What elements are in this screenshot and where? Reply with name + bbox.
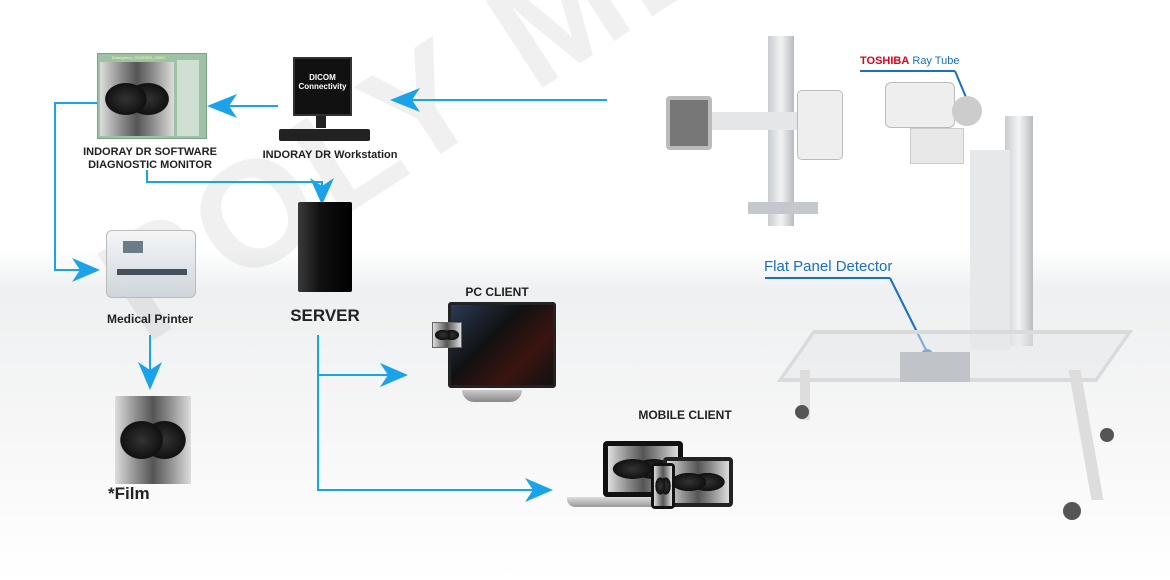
server-tower	[298, 202, 352, 292]
monitor-screen-title: Emergency_20130803_00001	[112, 55, 166, 60]
label-line: DIAGNOSTIC MONITOR	[88, 159, 212, 171]
pc-client-label: PC CLIENT	[465, 285, 529, 299]
flat-panel-detector-label: Flat Panel Detector	[764, 258, 893, 275]
mobile-client-label: MOBILE CLIENT	[638, 408, 732, 422]
arrow-head	[390, 88, 420, 112]
ray-tube-callout: TOSHIBA Ray Tube	[860, 55, 959, 67]
film-label: *Film	[108, 484, 150, 503]
keyboard	[279, 129, 370, 141]
workstation-monitor: DICOM Connectivity	[293, 57, 352, 116]
printer-label: Medical Printer	[106, 312, 194, 326]
mobile-devices	[563, 435, 735, 531]
tube-label: Ray Tube	[912, 55, 960, 67]
pc-client-monitor	[448, 302, 556, 388]
server-label: SERVER	[290, 306, 360, 325]
diagnostic-monitor-label: INDORAY DR SOFTWARE DIAGNOSTIC MONITOR	[70, 146, 230, 172]
diagnostic-monitor-image: Emergency_20130803_00001	[97, 53, 207, 139]
medical-printer	[106, 230, 196, 298]
label-line: INDORAY DR SOFTWARE	[83, 146, 217, 158]
tube-brand: TOSHIBA	[860, 55, 910, 67]
xray-machine	[660, 30, 1140, 530]
screen-text: DICOM	[309, 73, 336, 82]
screen-text: Connectivity	[298, 82, 347, 91]
film-image	[115, 396, 191, 484]
workstation-label: INDORAY DR Workstation	[262, 149, 398, 161]
